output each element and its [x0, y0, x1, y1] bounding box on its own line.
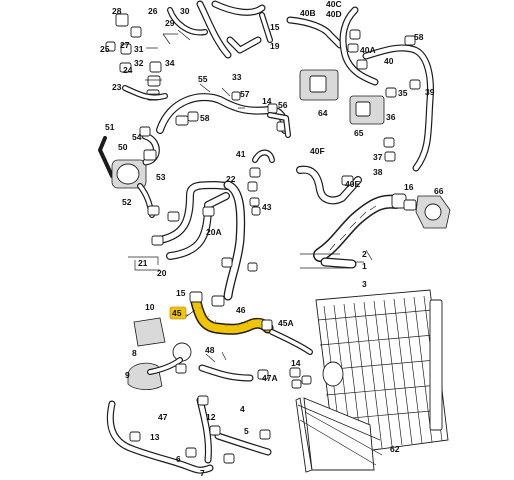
callout-30: 30 — [180, 6, 190, 16]
callout-16: 16 — [404, 182, 414, 192]
callout-66: 66 — [434, 186, 444, 196]
callout-25: 25 — [100, 44, 110, 54]
callout-36: 36 — [386, 112, 396, 122]
callout-6: 6 — [176, 454, 181, 464]
callout-47: 47 — [158, 412, 168, 422]
callout-34: 34 — [165, 58, 175, 68]
callout-29: 29 — [165, 18, 175, 28]
callout-7: 7 — [200, 468, 205, 478]
callout-46: 46 — [236, 305, 246, 315]
callout-40B: 40B — [300, 8, 316, 18]
coolant-hose-middle-group — [128, 180, 246, 301]
callout-10: 10 — [145, 302, 155, 312]
callout-28: 28 — [112, 6, 122, 16]
callout-12: 12 — [206, 412, 216, 422]
radiator-core — [295, 289, 449, 473]
callout-14-lower: 14 — [291, 358, 301, 368]
callout-57: 57 — [240, 89, 250, 99]
callout-labels: 28 26 29 30 27 25 31 32 34 24 33 23 55 5… — [100, 0, 444, 478]
coolant-pump-bracket-lower-left — [127, 317, 192, 390]
callout-15-lower: 15 — [176, 288, 186, 298]
callout-41: 41 — [236, 149, 246, 159]
callout-58-left: 58 — [200, 113, 210, 123]
callout-39: 39 — [425, 87, 435, 97]
callout-50: 50 — [118, 142, 128, 152]
callout-45-highlight-box — [169, 306, 187, 320]
callout-27: 27 — [120, 40, 130, 50]
callout-22: 22 — [226, 174, 236, 184]
callout-15-upper: 15 — [270, 22, 280, 32]
callout-26: 26 — [148, 6, 158, 16]
callout-4: 4 — [240, 404, 245, 414]
callout-52: 52 — [122, 197, 132, 207]
callout-21: 21 — [138, 258, 148, 268]
callout-47A: 47A — [262, 373, 278, 383]
callout-5: 5 — [244, 426, 249, 436]
coolant-valve-assembly-right — [286, 6, 434, 172]
callout-2: 2 — [362, 249, 367, 259]
callout-54: 54 — [132, 132, 142, 142]
callout-56: 56 — [278, 100, 288, 110]
callout-43: 43 — [262, 202, 272, 212]
coolant-hose-lower-group — [106, 395, 272, 474]
callout-33: 33 — [232, 72, 242, 82]
callout-20A: 20A — [206, 227, 222, 237]
auxiliary-coolant-pump-left — [98, 126, 160, 218]
callout-64: 64 — [318, 108, 328, 118]
callout-40F: 40F — [310, 146, 325, 156]
callout-37: 37 — [373, 152, 383, 162]
callout-38: 38 — [373, 167, 383, 177]
callout-31: 31 — [134, 44, 144, 54]
coolant-hose-45a — [269, 329, 313, 389]
coolant-hose-48 — [198, 351, 269, 382]
callout-32: 32 — [134, 58, 144, 68]
callout-45A: 45A — [278, 318, 294, 328]
thermostat-housing — [415, 195, 451, 229]
callout-62: 62 — [390, 444, 400, 454]
callout-35: 35 — [398, 88, 408, 98]
callout-45: 45 — [172, 308, 182, 318]
callout-8: 8 — [132, 348, 137, 358]
radiator-hose-main — [300, 193, 417, 269]
callout-9: 9 — [125, 370, 130, 380]
callout-48: 48 — [205, 345, 215, 355]
coolant-hose-40f — [296, 165, 362, 205]
coolant-hose-45-highlighted — [189, 291, 274, 335]
callout-65: 65 — [354, 128, 364, 138]
callout-53: 53 — [156, 172, 166, 182]
callout-23: 23 — [112, 82, 122, 92]
callout-40D: 40D — [326, 9, 342, 19]
callout-51: 51 — [105, 122, 115, 132]
callout-24: 24 — [123, 65, 133, 75]
callout-58-right: 58 — [414, 32, 424, 42]
callout-13: 13 — [150, 432, 160, 442]
callout-19: 19 — [270, 41, 280, 51]
callout-40A: 40A — [360, 45, 376, 55]
callout-55: 55 — [198, 74, 208, 84]
callout-40C: 40C — [326, 0, 342, 9]
hose-clamp-cluster-top-left — [105, 0, 273, 101]
callout-14-upper: 14 — [262, 96, 272, 106]
callout-20: 20 — [157, 268, 167, 278]
callout-3: 3 — [362, 279, 367, 289]
callout-1: 1 — [362, 261, 367, 271]
connector-fittings-center — [231, 91, 291, 272]
callout-40: 40 — [384, 56, 394, 66]
callout-40E: 40E — [345, 179, 360, 189]
